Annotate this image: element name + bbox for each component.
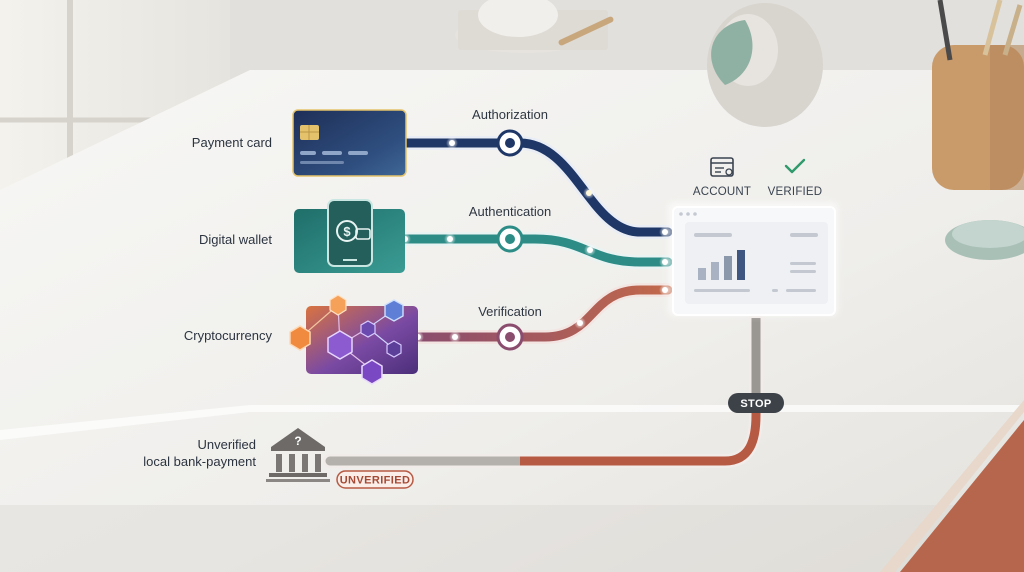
unverified-flow-path-red <box>520 405 761 466</box>
table-front <box>0 505 1024 572</box>
authentication-node <box>496 225 524 253</box>
checkmark-icon <box>784 158 806 174</box>
unverified-label-line1: Unverified <box>197 437 256 452</box>
svg-text:?: ? <box>294 434 301 448</box>
account-dashboard-panel <box>668 202 838 316</box>
card-flow-path <box>400 138 673 237</box>
verified-header-label: VERIFIED <box>768 186 823 198</box>
authorization-label: Authorization <box>472 107 548 122</box>
pencil <box>982 0 1003 56</box>
unverified-badge: UNVERIFIED <box>336 470 414 489</box>
flow-dots <box>399 137 671 343</box>
stop-badge: STOP <box>728 393 784 413</box>
notebook <box>900 420 1024 572</box>
stop-badge-text: STOP <box>740 398 771 410</box>
tabletop <box>0 70 1024 572</box>
card-chip-icon <box>292 109 407 177</box>
pencil <box>558 16 614 46</box>
authorization-node <box>496 129 524 157</box>
bank-question-icon: ? <box>266 428 330 482</box>
phone-dollar-icon: $ <box>294 199 405 273</box>
pen-holder-shade <box>990 45 1024 190</box>
verification-label: Verification <box>478 304 542 319</box>
leaf <box>711 20 753 85</box>
notebook-edge <box>880 400 1024 572</box>
authentication-label: Authentication <box>469 204 551 219</box>
payment-card-label: Payment card <box>192 135 272 150</box>
hexagon-network-icon <box>289 294 418 385</box>
pencil <box>937 0 953 61</box>
unverified-label-line2: local bank-payment <box>143 454 256 469</box>
small-dish-top <box>952 220 1024 248</box>
verification-node <box>496 323 524 351</box>
cryptocurrency-label: Cryptocurrency <box>184 328 273 343</box>
svg-text:$: $ <box>343 224 351 239</box>
account-form-icon <box>710 157 734 177</box>
digital-wallet-label: Digital wallet <box>199 232 272 247</box>
unverified-badge-text: UNVERIFIED <box>340 475 411 487</box>
table-edge <box>0 405 1024 440</box>
crypto-flow-path <box>413 285 673 342</box>
account-header-label: ACCOUNT <box>693 186 751 198</box>
cup <box>478 0 558 37</box>
account-icon-group <box>710 157 806 177</box>
pencil <box>1002 4 1023 56</box>
